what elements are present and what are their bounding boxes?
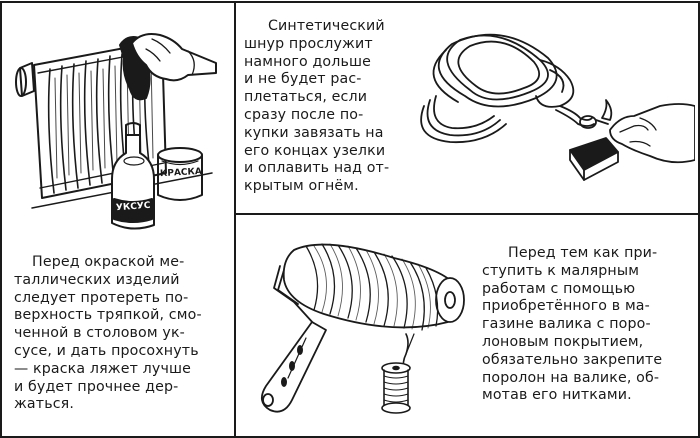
text-line: поролон на валике, об- <box>482 369 660 386</box>
text-line: мотав его нитками. <box>482 387 632 404</box>
text-line: крытым огнём. <box>244 178 359 195</box>
text-line: шнур прослужит <box>244 35 373 52</box>
text-line: ступить к малярным <box>482 262 640 279</box>
text-line: Синтетический <box>268 18 385 34</box>
text-line: ченной в столовом ук- <box>14 325 185 342</box>
text-line: верхность тряпкой, смо- <box>14 307 202 324</box>
text-line: приобретённого в ма- <box>482 298 650 315</box>
thread-spool-icon <box>381 333 415 414</box>
text-line: жаться. <box>14 396 74 413</box>
text-line: Перед тем как при- <box>508 245 658 261</box>
right-divider <box>234 213 698 215</box>
text-line: — краска ляжет лучше <box>14 360 191 377</box>
text-line: купки завязать на <box>244 124 384 141</box>
text-line: работам с помощью <box>482 280 636 297</box>
text-line: таллических изделий <box>14 271 180 288</box>
radiator-illustration <box>15 33 217 230</box>
text-line: сусе, и дать просохнуть <box>14 342 199 359</box>
text-line: обязательно закрепите <box>482 351 663 368</box>
rope-illustration <box>420 33 695 181</box>
text-line: и будет прочнее дер- <box>14 378 179 395</box>
text-line: намного дольше <box>244 53 372 70</box>
cord-tip-text: Синтетический шнур прослужит намного дол… <box>244 18 389 196</box>
text-line: и не будет рас- <box>244 71 362 88</box>
text-line: следует протереть по- <box>14 289 189 306</box>
text-line: лоновым покрытием, <box>482 333 644 350</box>
roller-tip-text: Перед тем как при- ступить к малярным ра… <box>482 245 662 405</box>
text-line: газине валика с поро- <box>482 316 651 333</box>
text-line: и оплавить над от- <box>244 160 390 177</box>
text-line: сразу после по- <box>244 106 364 123</box>
text-line: плетаться, если <box>244 89 368 106</box>
paint-roller-illustration <box>260 243 465 413</box>
paint-tip-text: Перед окраской ме- таллических изделий с… <box>14 254 202 414</box>
text-line: Перед окраской ме- <box>32 254 185 270</box>
center-divider <box>234 1 236 436</box>
text-line: его концах узелки <box>244 142 386 159</box>
